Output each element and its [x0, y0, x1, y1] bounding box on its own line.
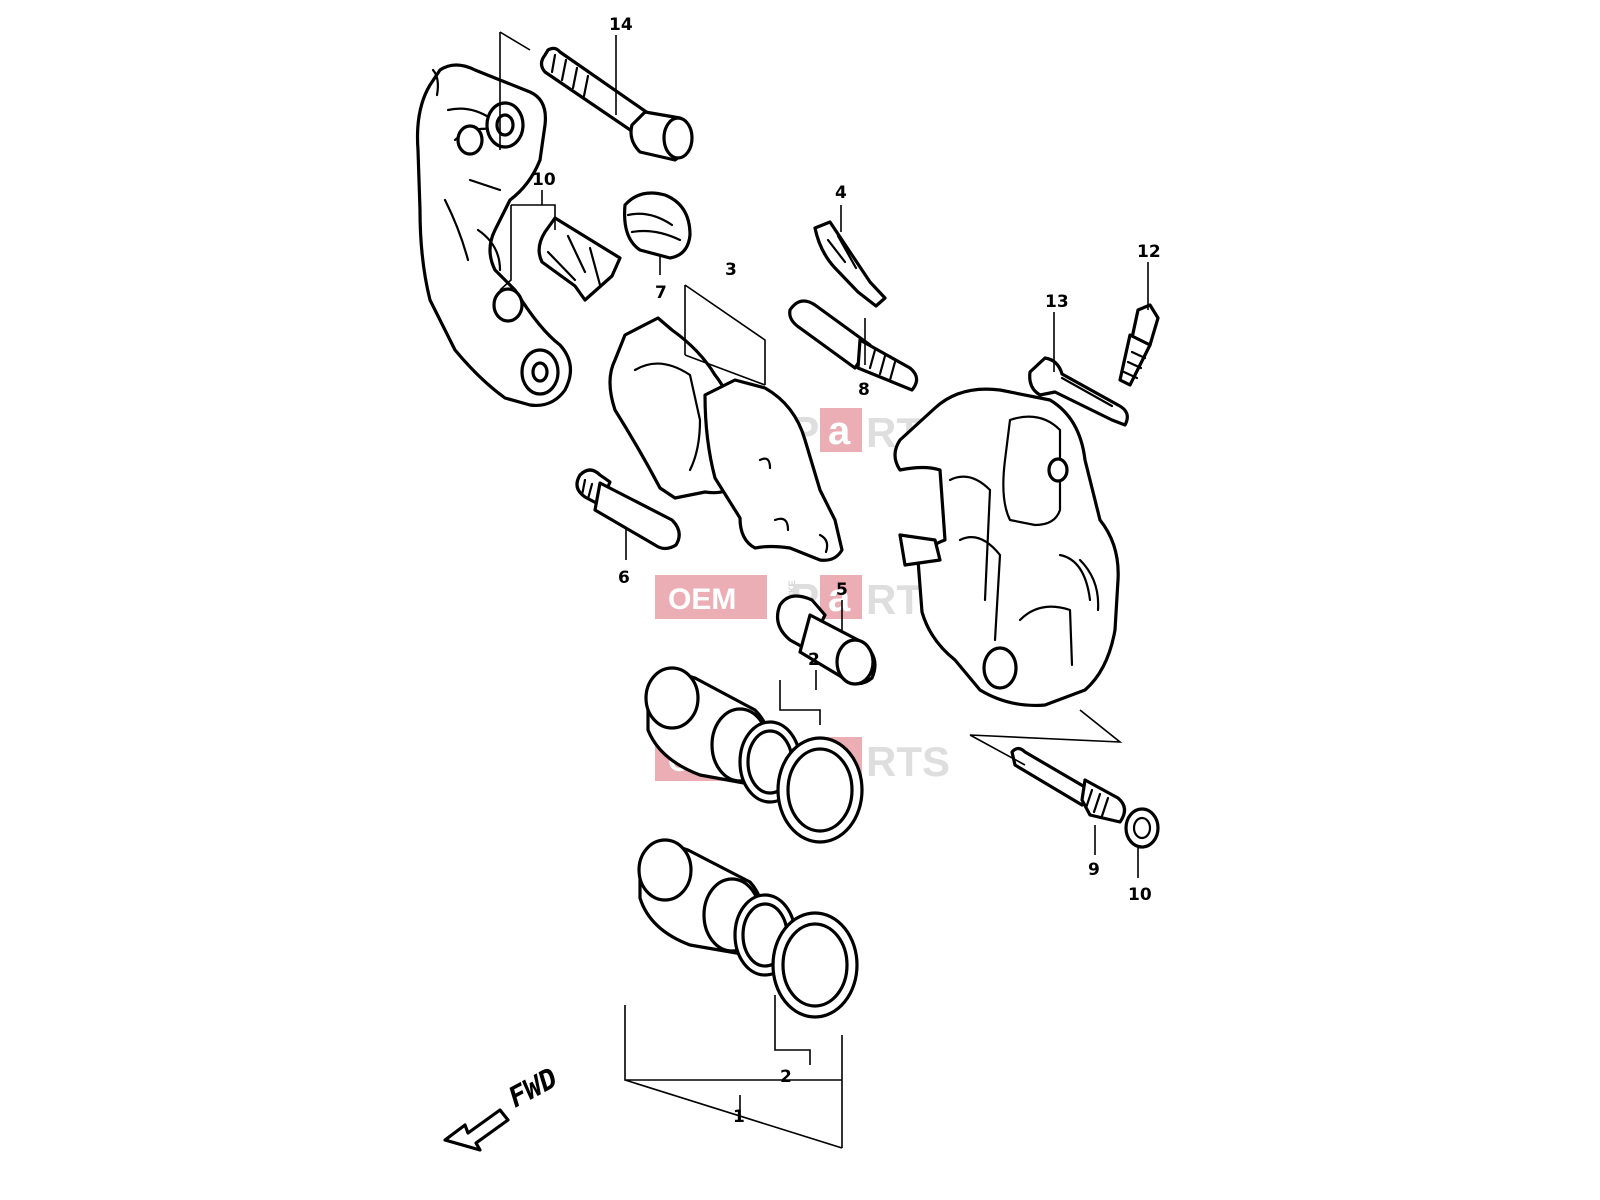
- callout-2-lower: 2: [780, 1067, 792, 1087]
- spring-11-drawing: [537, 216, 622, 302]
- callout-14: 14: [609, 15, 633, 35]
- seal-lower-large-drawing: [771, 911, 859, 1019]
- caliper-body-drawing: [893, 387, 1120, 708]
- callout-labels: 14 10 7 3 4 8 12 13 6 5 2 9 10 2 1: [532, 15, 1161, 1127]
- callout-4: 4: [835, 183, 847, 203]
- callout-12: 12: [1137, 242, 1161, 262]
- svg-text:a: a: [828, 409, 851, 453]
- cap-13-drawing: [1028, 356, 1129, 427]
- callout-2-upper: 2: [808, 650, 820, 670]
- fwd-indicator: FWD: [443, 1061, 563, 1152]
- callout-3: 3: [725, 260, 737, 280]
- bolt-14-drawing: [539, 46, 694, 162]
- fwd-arrow-icon: [443, 1108, 510, 1152]
- brake-pads-3-drawing: [608, 316, 844, 562]
- callout-1: 1: [733, 1107, 745, 1127]
- pin-8-drawing: [788, 299, 919, 392]
- callout-7: 7: [655, 283, 667, 303]
- callout-9: 9: [1088, 860, 1100, 880]
- pin-9-drawing: [1010, 746, 1127, 824]
- svg-text:OEM: OEM: [668, 583, 736, 616]
- seal-upper-large-drawing: [776, 736, 864, 844]
- pad-spring-4-drawing: [813, 220, 887, 308]
- callout-6: 6: [618, 568, 630, 588]
- cap-10-drawing: [1124, 807, 1160, 849]
- callout-10: 10: [1128, 885, 1152, 905]
- bolt-5-drawing: [776, 594, 877, 686]
- svg-text:a: a: [828, 576, 851, 620]
- leader-lines: [499, 31, 1149, 1149]
- callout-8: 8: [858, 380, 870, 400]
- callout-11: 10: [532, 170, 556, 190]
- callout-5: 5: [836, 580, 848, 600]
- bleeder-12-drawing: [1118, 303, 1160, 387]
- callout-13: 13: [1045, 292, 1069, 312]
- svg-text:RTS: RTS: [866, 738, 950, 785]
- caliper-bracket-drawing: [415, 63, 572, 408]
- fwd-label: FWD: [503, 1061, 563, 1114]
- boot-7-drawing: [622, 191, 692, 260]
- pin-6-drawing: [575, 468, 681, 551]
- svg-text:BIKE: BIKE: [787, 580, 797, 602]
